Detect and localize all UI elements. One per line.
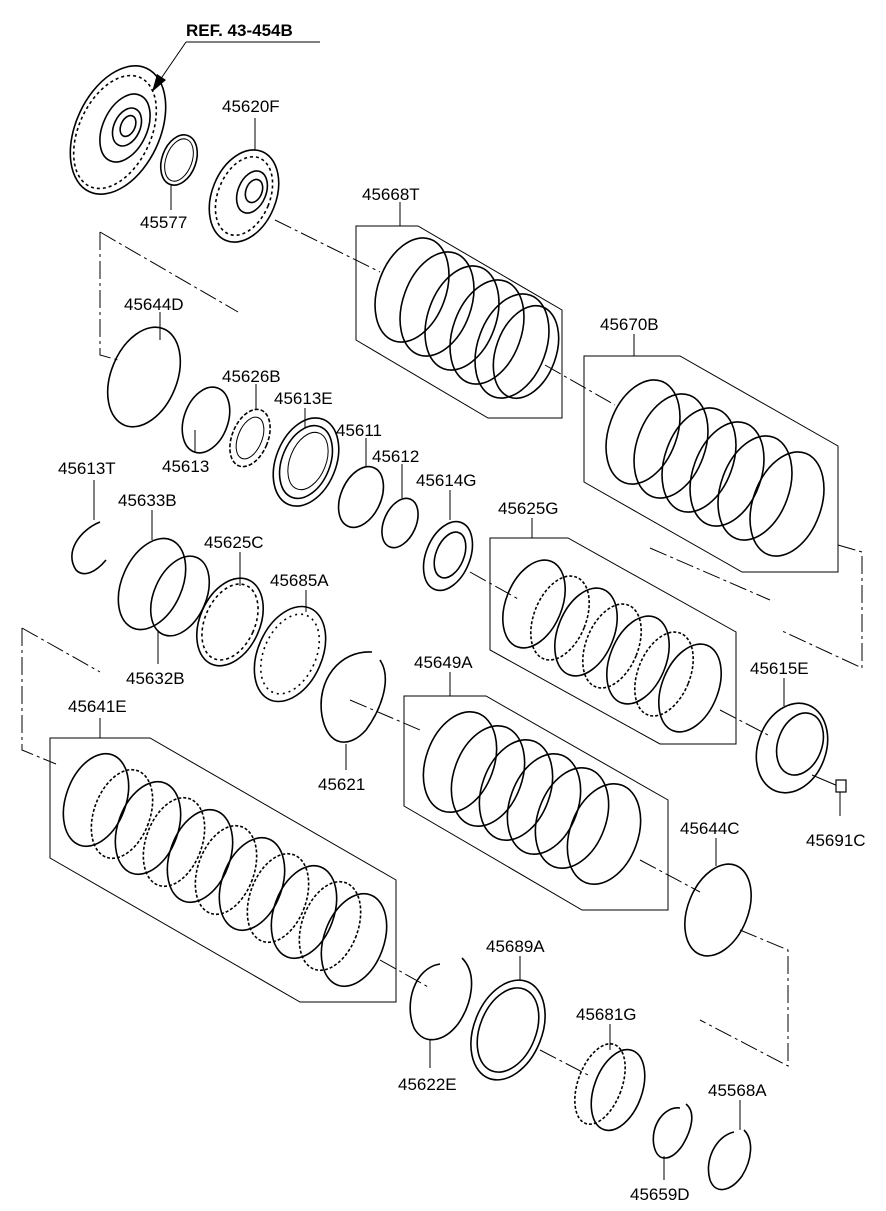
part-45622E[interactable]: 45622E [398, 957, 473, 1094]
axis-line-6 [349, 699, 421, 731]
label-45641E[interactable]: 45641E [68, 697, 127, 716]
axis-line-4 [99, 231, 239, 313]
reference-label[interactable]: REF. 43-454B [186, 21, 293, 40]
part-45659D[interactable]: 45659D [630, 1103, 693, 1204]
label-45614G[interactable]: 45614G [416, 471, 477, 490]
part-45613[interactable]: 45613 [162, 381, 238, 476]
group-box-45670B [583, 355, 839, 573]
part-45614G[interactable]: 45614G [414, 471, 482, 598]
part-45644C[interactable]: 45644C [672, 819, 764, 966]
part-45649A[interactable]: 45649A [403, 653, 669, 911]
label-45622E[interactable]: 45622E [398, 1075, 457, 1094]
axis-line-8 [639, 859, 701, 893]
part-45613E[interactable]: 45613E [261, 389, 351, 516]
axis-line-left-top [99, 232, 119, 361]
part-45625C[interactable]: 45625C [184, 533, 276, 676]
part-45632B[interactable]: 45632B [126, 547, 221, 688]
bolt-shaft-45691C [811, 774, 839, 787]
label-45644C[interactable]: 45644C [680, 819, 740, 838]
label-45633B[interactable]: 45633B [118, 491, 177, 510]
reference-arrowhead [152, 74, 166, 92]
ring-45568A [707, 1129, 752, 1191]
part-45633B[interactable]: 45633B [105, 491, 199, 640]
group-box-45668T [355, 225, 563, 419]
part-45625G[interactable]: 45625G [489, 499, 737, 745]
label-45568A[interactable]: 45568A [708, 1081, 767, 1100]
axis-line-5 [469, 571, 521, 601]
axis-line-right [779, 544, 863, 669]
label-45681G[interactable]: 45681G [576, 1005, 637, 1024]
label-45577[interactable]: 45577 [140, 213, 187, 232]
bolt-head-45691C [835, 779, 847, 793]
label-45626B[interactable]: 45626B [222, 367, 281, 386]
axis-line-9 [21, 627, 101, 673]
label-45668T[interactable]: 45668T [362, 185, 420, 204]
label-45625G[interactable]: 45625G [498, 499, 559, 518]
reference-callout: REF. 43-454B [152, 21, 320, 92]
axis-line-1 [274, 219, 381, 273]
axis-line-right-bottom [699, 929, 789, 1067]
axis-line-3 [649, 547, 771, 601]
axis-line-left-mid [21, 628, 57, 765]
part-45668T[interactable]: 45668T [355, 185, 571, 419]
label-45644D[interactable]: 45644D [124, 295, 184, 314]
part-45621[interactable]: 45621 [318, 651, 387, 794]
label-45625C[interactable]: 45625C [204, 533, 264, 552]
label-45621[interactable]: 45621 [318, 775, 365, 794]
label-45649A[interactable]: 45649A [414, 653, 473, 672]
part-45577[interactable]: 45577 [140, 130, 204, 232]
label-45613E[interactable]: 45613E [274, 389, 333, 408]
part-45685A[interactable]: 45685A [240, 571, 339, 713]
part-45568A[interactable]: 45568A [707, 1081, 767, 1191]
label-45632B[interactable]: 45632B [126, 669, 185, 688]
label-45613[interactable]: 45613 [162, 457, 209, 476]
ring-45621 [320, 651, 387, 743]
label-45670B[interactable]: 45670B [600, 315, 659, 334]
label-45615E[interactable]: 45615E [750, 659, 809, 678]
axis-line-2 [544, 364, 616, 406]
label-45612[interactable]: 45612 [372, 447, 419, 466]
group-box-45625G [489, 537, 737, 745]
part-45626B[interactable]: 45626B [222, 367, 281, 473]
part-45691C[interactable]: 45691C [806, 774, 866, 850]
part-45615E[interactable]: 45615E [744, 659, 839, 803]
part-45641E[interactable]: 45641E [49, 697, 399, 1003]
part-45612[interactable]: 45612 [372, 447, 425, 553]
axis-line-11 [539, 1049, 591, 1077]
part-45670B[interactable]: 45670B [583, 315, 839, 573]
part-45620F[interactable]: 45620F [196, 97, 291, 252]
ring-45613T [71, 521, 107, 575]
input-drum [69, 65, 167, 195]
label-45691C[interactable]: 45691C [806, 831, 866, 850]
axis-line-10 [379, 959, 431, 989]
label-45685A[interactable]: 45685A [270, 571, 329, 590]
part-45689A[interactable]: 45689A [457, 937, 559, 1091]
ring-45622E [409, 957, 473, 1041]
reference-leader [159, 41, 187, 81]
group-box-45649A [403, 695, 669, 911]
label-45659D[interactable]: 45659D [630, 1185, 690, 1204]
label-45611[interactable]: 45611 [336, 421, 382, 440]
label-45613T[interactable]: 45613T [58, 459, 116, 478]
ring-45659D [652, 1103, 693, 1159]
group-box-45641E [49, 737, 397, 1003]
part-45613T[interactable]: 45613T [58, 459, 116, 575]
label-45689A[interactable]: 45689A [486, 937, 545, 956]
part-45611[interactable]: 45611 [330, 421, 393, 534]
part-45681G[interactable]: 45681G [565, 1005, 655, 1138]
label-45620F[interactable]: 45620F [222, 97, 280, 116]
part-45644D[interactable]: 45644D [94, 295, 194, 438]
